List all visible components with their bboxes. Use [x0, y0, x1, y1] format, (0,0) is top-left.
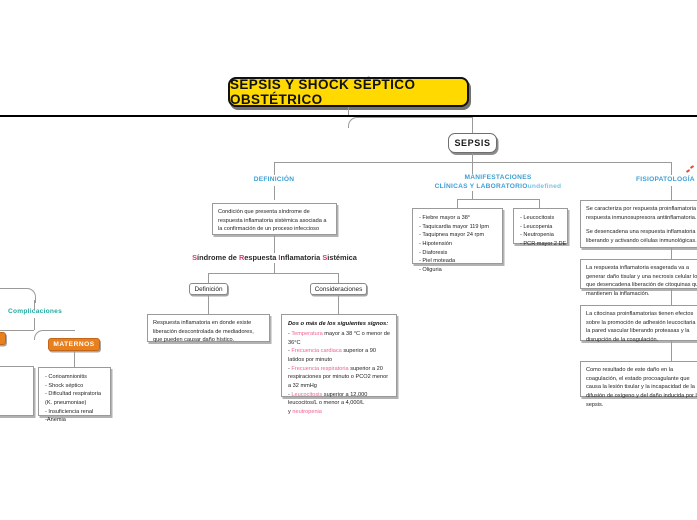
central-sepsis-node[interactable]: SEPSIS	[448, 133, 497, 153]
connector-branch-definicion	[274, 162, 275, 175]
connector-complicaciones-elbow	[0, 288, 36, 303]
list-item: - Fiebre mayor a 38°	[419, 215, 471, 221]
connector-sirs-bar	[208, 273, 338, 274]
connector-complicaciones-down	[34, 318, 35, 330]
fisio-text-1: Se caracteriza por respuesta proinflamat…	[586, 206, 697, 221]
connector-branch-bar	[274, 162, 672, 163]
sirs-definicion-card: Respuesta inflamatoria en donde existe l…	[147, 314, 270, 343]
connector-consideraciones-down	[338, 295, 339, 314]
connector-clinicas	[457, 199, 458, 208]
list-item: (K. pneumoniae)	[45, 399, 87, 406]
criteria-item: - Frecuencia cardiaca superior a 90 lati…	[288, 348, 377, 363]
branch-label-definicion[interactable]: DEFINICIÓN	[253, 176, 295, 183]
header-divider	[0, 115, 697, 117]
connector-root-elbow	[348, 117, 473, 128]
fisiopatologia-card-2: La respuesta inflamatoria exagerada va a…	[580, 259, 697, 297]
manifestaciones-label-line2: CLÍNICAS Y LABORATORIOundefined	[434, 182, 562, 190]
clipped-line: ar	[0, 399, 29, 408]
connector-sirs-right	[338, 273, 339, 283]
list-item: - PCR mayor 2 DE	[520, 240, 567, 247]
list-item: - Oliguria	[419, 266, 442, 273]
clipped-line: rmedades	[0, 372, 29, 381]
list-item: - Shock séptico	[45, 382, 84, 389]
criteria-list: - Temperatura mayor a 38 °C o menor de 3…	[288, 330, 390, 417]
branch-label-complicaciones[interactable]: Complicaciones	[7, 308, 63, 315]
branch-label-fisiopatologia[interactable]: FISIOPATOLOGÍA	[636, 176, 695, 183]
criteria-item: - Frecuencia respiratoria superior a 20 …	[288, 365, 389, 389]
criteria-title: Dos o más de los siguientes signos:	[288, 321, 389, 327]
fisiopatologia-marker-icon	[685, 165, 695, 173]
connector-fisio-2-3	[671, 289, 672, 305]
criteria-item: y neutropenia	[288, 408, 322, 415]
list-item: - Taquipnea mayor 24 rpm	[419, 232, 485, 239]
manifestaciones-laboratorio-card: - Leucocitosis - Leucopenia - Neutropeni…	[513, 208, 568, 247]
connector-branch-fisiopatologia	[671, 162, 672, 175]
list-item: - Insuficiencia renal	[45, 408, 94, 415]
criteria-item: - Leucocitosis superior a 12,000 leucoci…	[288, 391, 368, 407]
list-item: - Corioamnionitis	[45, 374, 87, 380]
connector-definicion-sub-down	[208, 295, 209, 314]
connector-definicion-down	[274, 186, 275, 200]
connector-maternos-down	[74, 351, 75, 367]
connector-fisio-1-2	[671, 248, 672, 259]
list-item: - Leucopenia	[520, 223, 553, 230]
connector-fisio-3-4	[671, 341, 672, 361]
connector-sirs-down	[274, 263, 275, 273]
branch-label-manifestaciones[interactable]: MANIFESTACIONES CLÍNICAS Y LABORATORIOun…	[412, 174, 584, 191]
connector-branch-manifestaciones	[472, 162, 473, 174]
list-item: - Piel moteada	[419, 258, 456, 265]
list-item: - Taquicardia mayor 119 lpm	[419, 223, 490, 230]
connector-complicaciones-bar-left	[0, 330, 34, 331]
manifestaciones-label-line1: MANIFESTACIONES	[464, 174, 532, 181]
connector-manifestaciones-down	[472, 191, 473, 199]
sirs-heading: Síndrome de Respuesta Inflamatoria Sisté…	[192, 253, 357, 262]
clinicas-list: - Fiebre mayor a 38° - Taquicardia mayor…	[419, 214, 496, 275]
fisiopatologia-card-1: Se caracteriza por respuesta proinflamat…	[580, 200, 697, 248]
connector-definicion-to-sirs	[274, 235, 275, 253]
criteria-item: - Temperatura mayor a 38 °C o menor de 3…	[288, 330, 390, 346]
definicion-card: Condición que presenta síndrome de respu…	[212, 203, 337, 235]
orange-chip-clipped[interactable]	[0, 332, 6, 345]
list-item: - Dificultad respiratoria	[45, 391, 101, 398]
list-item: - Neutropenia	[520, 232, 554, 239]
connector-manifestaciones-bar	[457, 199, 539, 200]
fisiopatologia-card-4: Como resultado de este daño en la coagul…	[580, 361, 697, 408]
clipped-line: iratoria	[0, 386, 29, 395]
connector-root-down	[348, 107, 349, 115]
connector-sirs-left	[208, 273, 209, 283]
list-item: - Leucocitosis	[520, 215, 555, 221]
fisio-text-2: Se desencadena una respuesta inflamatori…	[586, 229, 697, 244]
list-item: - Hipotensión	[419, 240, 452, 247]
list-item: - Diaforesis	[419, 249, 448, 256]
connector-fisiopatologia-down	[671, 186, 672, 200]
sirs-consideraciones-card: Dos o más de los siguientes signos: - Te…	[281, 314, 397, 415]
pill-definicion[interactable]: Definición	[189, 283, 228, 295]
complicaciones-clipped-card: rmedades iratoria ar o RPM	[0, 366, 34, 416]
pill-maternos[interactable]: MATERNOS	[48, 338, 100, 351]
connector-sepsis-down	[472, 153, 473, 162]
list-item: -Anemia	[45, 417, 66, 424]
connector-laboratorio	[539, 199, 540, 208]
laboratorio-list: - Leucocitosis - Leucopenia - Neutropeni…	[520, 214, 567, 249]
fisiopatologia-card-3: La citocinas proinflamatorias tienen efe…	[580, 305, 697, 343]
maternos-card: - Corioamnionitis - Shock séptico - Difi…	[38, 367, 111, 423]
maternos-list: - Corioamnionitis - Shock séptico - Difi…	[45, 373, 104, 425]
clipped-line: o RPM	[0, 408, 29, 415]
manifestaciones-clinicas-card: - Fiebre mayor a 38° - Taquicardia mayor…	[412, 208, 503, 273]
root-title-node[interactable]: SEPSIS Y SHOCK SÉPTICO OBSTÉTRICO	[228, 77, 469, 107]
pill-consideraciones[interactable]: Consideraciones	[310, 283, 367, 295]
connector-complicaciones-bar-right	[34, 330, 75, 340]
connector-complicaciones-stem	[34, 300, 35, 310]
